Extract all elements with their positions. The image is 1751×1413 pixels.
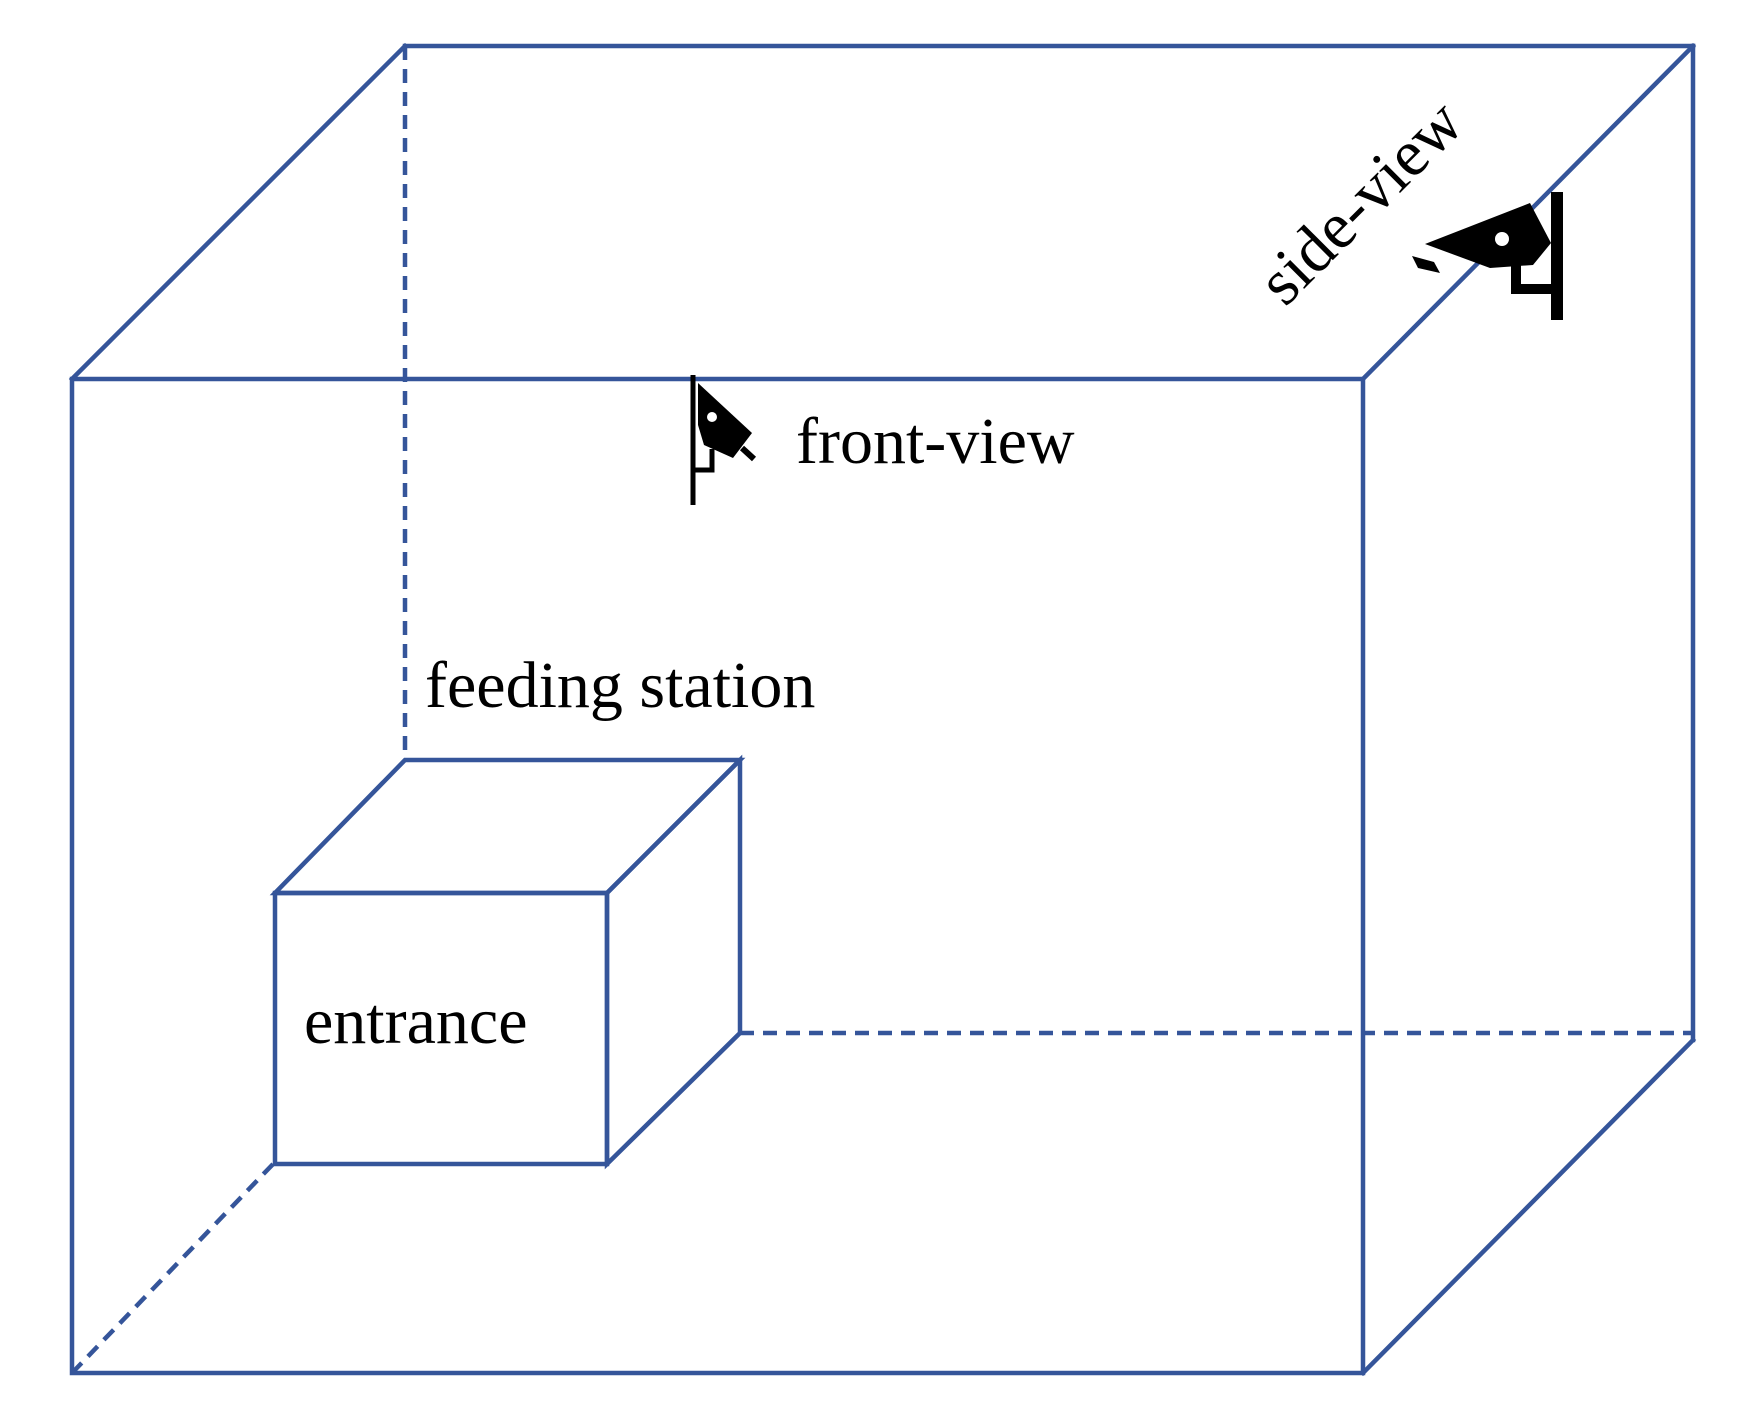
- side-view-label: side-view: [1244, 85, 1477, 318]
- front-view-label: front-view: [796, 405, 1075, 478]
- feeding-station-label: feeding station: [425, 649, 815, 722]
- arena-bottom-left-depth-edge: [70, 1160, 277, 1375]
- arena-bottom-right-depth-edge: [1359, 1036, 1697, 1377]
- feeding-station-box: [269, 754, 746, 1170]
- arena-top-left-depth-edge: [68, 42, 409, 383]
- side-camera-bracket: [1511, 260, 1557, 294]
- front-camera-lens-dot: [707, 412, 717, 422]
- entrance-label: entrance: [304, 985, 528, 1058]
- arena-front-face: [69, 376, 1366, 1376]
- front-camera-body: [698, 383, 752, 458]
- side-camera-icon: [1412, 192, 1563, 320]
- side-camera-lens: [1412, 256, 1440, 273]
- side-camera-lens-dot: [1495, 232, 1509, 246]
- front-camera-bracket: [693, 449, 715, 473]
- front-camera-lens: [739, 445, 757, 462]
- front-camera-icon: [690, 375, 757, 505]
- feeding-station-top-face: [269, 757, 746, 896]
- feeding-station-front-face: [272, 890, 610, 1167]
- feeding-station-side-face: [604, 754, 743, 1170]
- side-camera-body: [1425, 203, 1551, 268]
